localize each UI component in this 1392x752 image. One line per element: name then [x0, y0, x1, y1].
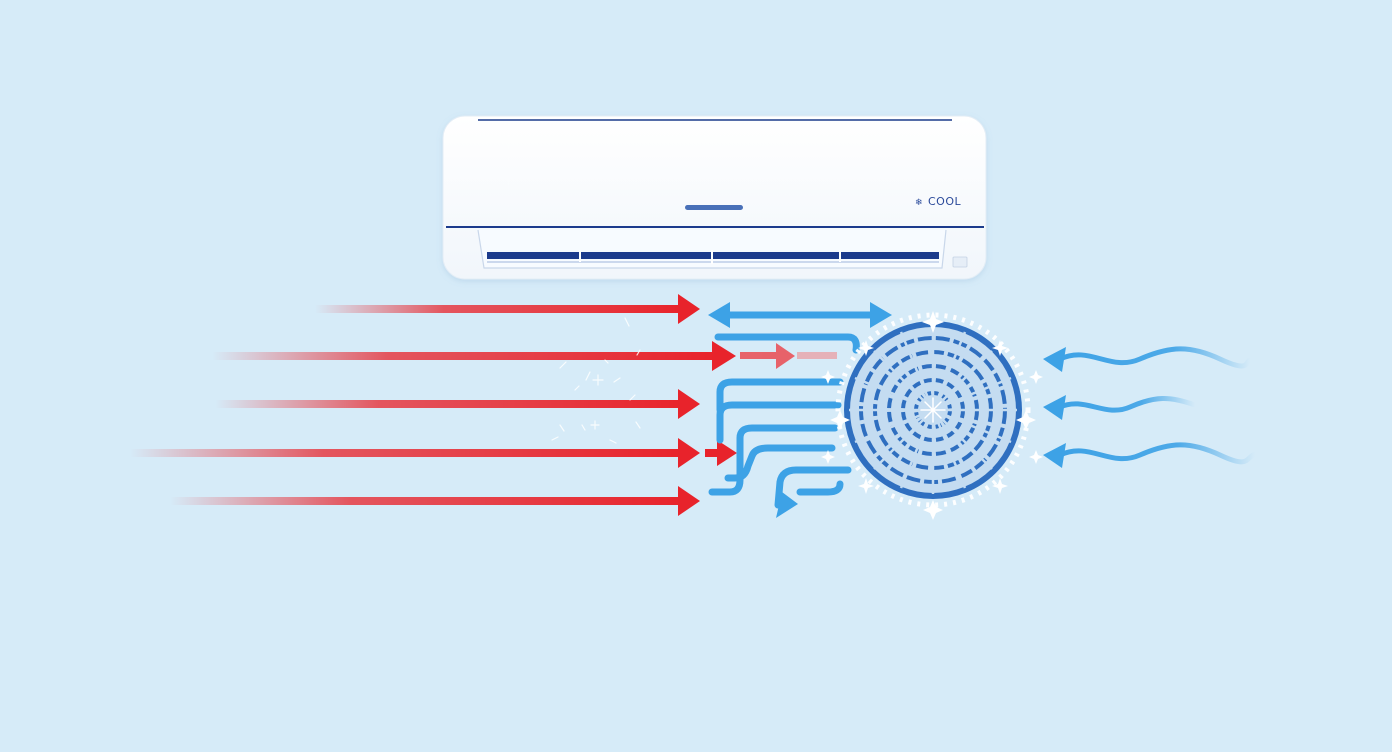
- cool-air-arrow: [724, 444, 836, 482]
- cool-air-arrow: [714, 333, 860, 354]
- return-air-wave: [1043, 442, 1258, 468]
- hot-air-short-arrow: [740, 343, 837, 369]
- cool-air-arrow: [716, 378, 844, 414]
- hot-air-arrow: [212, 341, 736, 371]
- brand-label: ❄ COOL: [915, 195, 961, 208]
- hot-air-arrow: [315, 294, 700, 324]
- cool-air-double-arrow: [708, 302, 892, 328]
- cool-air-arrow: [774, 466, 852, 509]
- snowflake-icon: ❄: [915, 198, 923, 208]
- coil-frost-halo: [835, 312, 1031, 508]
- frost-sparkles: [821, 311, 1043, 520]
- air-conditioner-unit: ❄ COOL: [442, 115, 987, 280]
- hot-air-arrow: [130, 438, 700, 468]
- hot-air-arrow: [215, 389, 700, 419]
- sensor-window: [952, 256, 968, 268]
- cool-air-arrow: [708, 424, 839, 496]
- return-air-waves: [1043, 346, 1258, 468]
- cold-particles: [551, 317, 641, 444]
- cool-air-arrow: [796, 480, 844, 496]
- return-air-wave: [1043, 395, 1198, 420]
- frosted-evaporator-coil: [821, 311, 1043, 520]
- cool-air-arrow: [716, 401, 842, 444]
- hot-air-short-arrow: [705, 440, 737, 466]
- return-air-wave: [1043, 346, 1253, 372]
- hot-air-arrows: [130, 294, 837, 516]
- cool-air-arrowhead: [776, 492, 798, 518]
- display-indicator: [685, 205, 743, 210]
- cool-air-arrows: [708, 302, 892, 518]
- brand-text: COOL: [928, 195, 961, 208]
- coil-center-frost: [920, 397, 946, 423]
- hot-air-arrow: [170, 486, 700, 516]
